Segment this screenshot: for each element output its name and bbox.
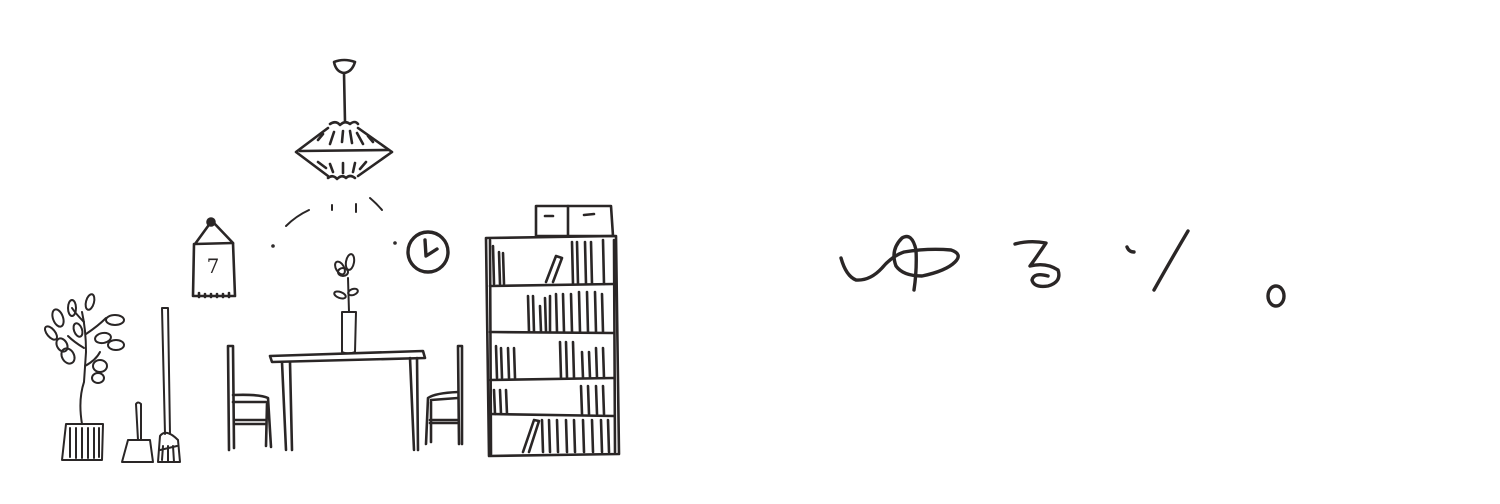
light-rays-icon	[271, 197, 397, 248]
pendant-lamp-icon	[294, 58, 394, 181]
storage-boxes-icon	[534, 204, 615, 238]
dustpan-icon	[121, 401, 154, 463]
banner-title: ゆるり。	[840, 230, 1300, 310]
flower-vase-icon	[333, 253, 359, 355]
bookshelf-icon	[484, 234, 621, 458]
wall-clock-icon	[406, 230, 450, 274]
chair-left-icon	[226, 344, 273, 452]
broom-icon	[157, 307, 181, 463]
dining-table-icon	[268, 349, 427, 452]
calendar-day: 7	[206, 254, 220, 278]
handwritten-title-icon	[839, 229, 1286, 308]
chair-right-icon	[424, 344, 464, 446]
wall-calendar-icon	[191, 217, 237, 299]
potted-plant-icon	[44, 293, 125, 461]
